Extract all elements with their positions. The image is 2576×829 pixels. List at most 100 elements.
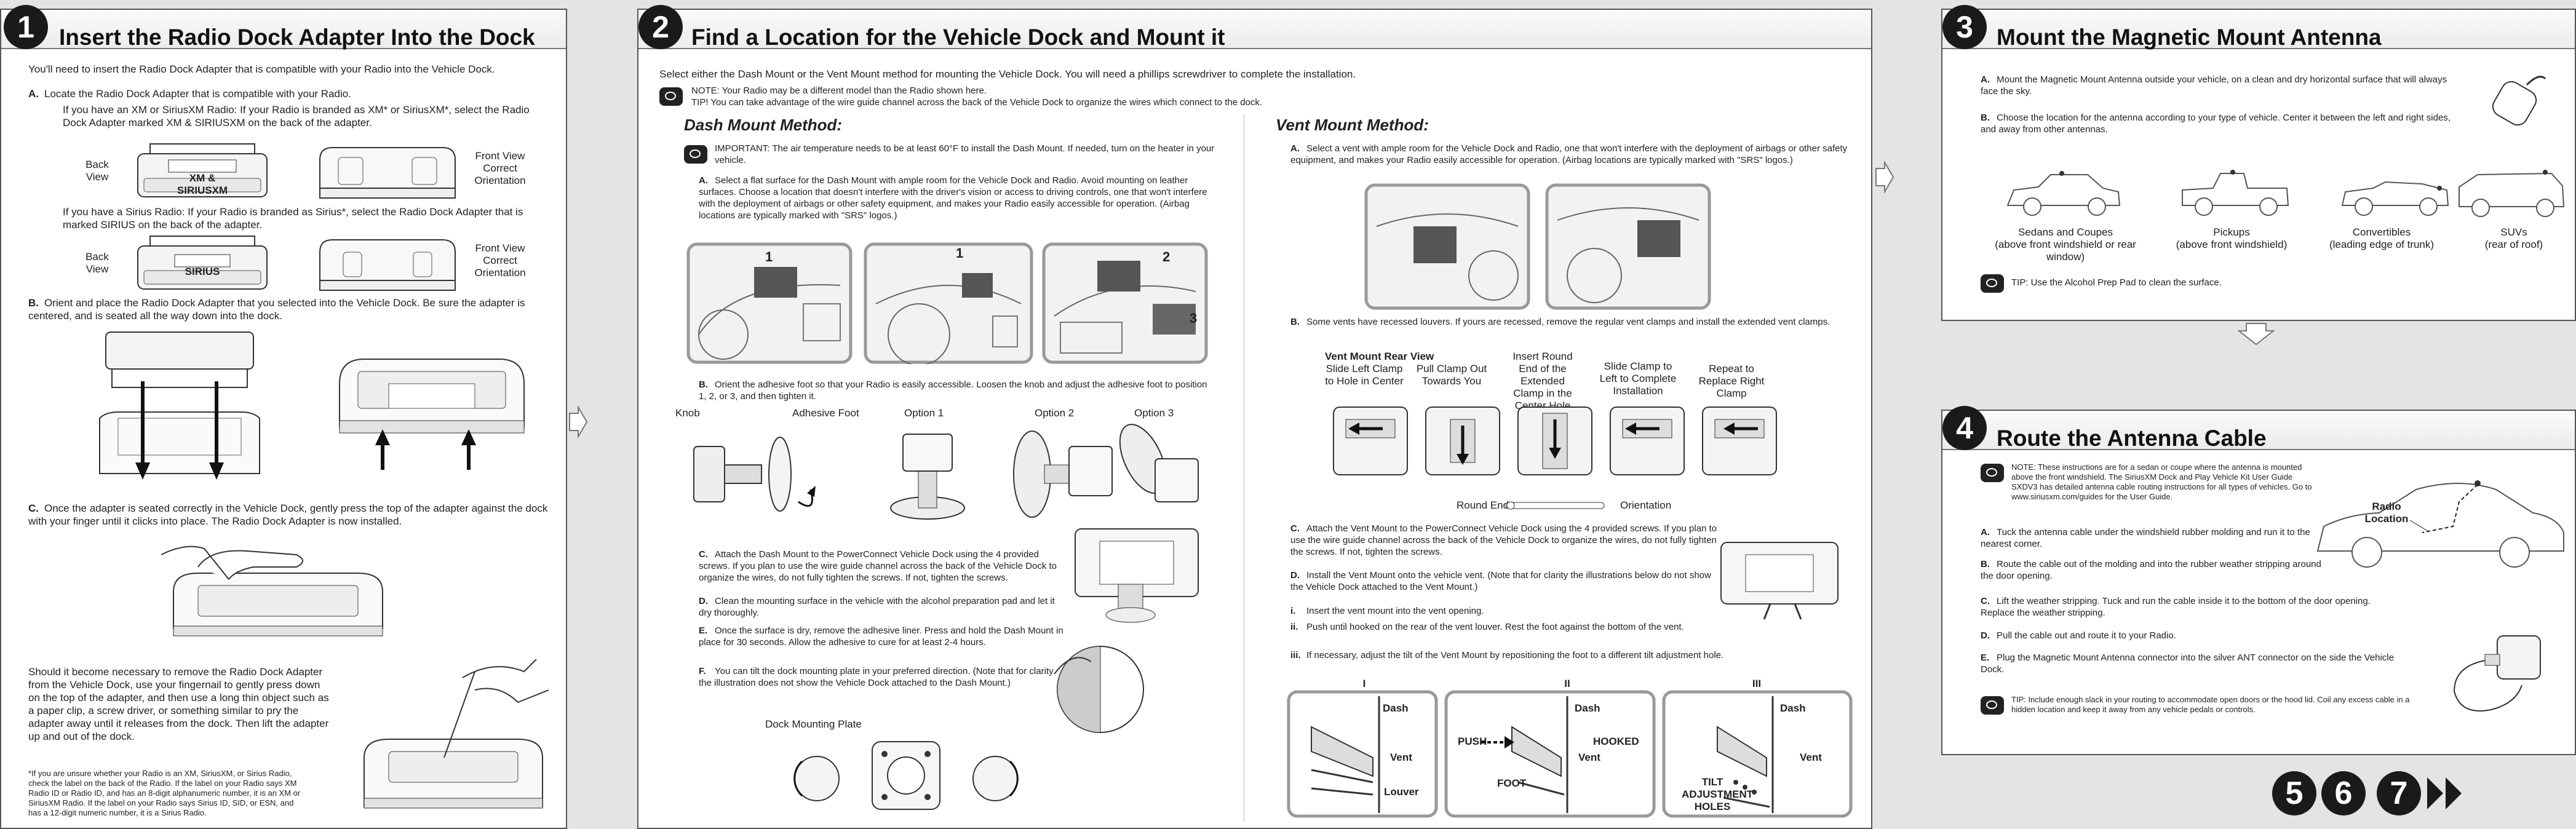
vehicle-sedan-label: Sedans and Coupes(above front windshield… bbox=[1995, 226, 2136, 263]
step2-intro: Select either the Dash Mount or the Vent… bbox=[659, 68, 1356, 80]
dock-mounting-plate-figure bbox=[793, 741, 1019, 810]
tilt-plate-figure bbox=[1054, 646, 1144, 733]
step2-number: 2 bbox=[638, 5, 683, 49]
next-arrow-1 bbox=[569, 406, 588, 438]
xm-adapter-front-figure bbox=[319, 147, 456, 199]
vent-p2-vent: Vent bbox=[1578, 752, 1600, 763]
step4-tip: TIP: Include enough slack in your routin… bbox=[2011, 695, 2410, 714]
vent-photo-2 bbox=[1545, 183, 1711, 310]
press-adapter-figure bbox=[161, 545, 383, 637]
step4-b: B.Route the cable out of the molding and… bbox=[1981, 559, 2321, 581]
step1-header bbox=[1, 10, 566, 49]
vent-panel-num-3: III bbox=[1752, 678, 1762, 689]
step4-tip-icon bbox=[1981, 696, 2004, 715]
adhesive-foot-label: Adhesive Foot bbox=[792, 407, 859, 419]
vent-p2-hooked: HOOKED bbox=[1593, 736, 1639, 747]
step3-panel: 3 Mount the Magnetic Mount Antenna A.Mou… bbox=[1941, 5, 2576, 321]
xm-adapter-label: XM & SIRIUSXM bbox=[177, 172, 228, 196]
vent-photo-1 bbox=[1364, 183, 1530, 310]
step4-d: D.Pull the cable out and route it to you… bbox=[1981, 630, 2176, 641]
sirius-adapter-back-figure bbox=[137, 236, 268, 290]
next-step-5-button[interactable]: 5 bbox=[2272, 771, 2316, 815]
vent-install-panel-2 bbox=[1444, 690, 1656, 818]
radio-location-label: Radio Location bbox=[2364, 501, 2409, 525]
step4-e: E.Plug the Magnetic Mount Antenna connec… bbox=[1981, 652, 2394, 675]
back-view-label: Back View bbox=[85, 159, 109, 183]
forward-arrow-icon-2[interactable] bbox=[2446, 777, 2462, 809]
step4-note-icon bbox=[1981, 464, 2004, 482]
note-icon bbox=[659, 87, 683, 106]
adapter-seated-figure bbox=[339, 359, 525, 470]
vent-panel-num-1: I bbox=[1362, 678, 1366, 689]
step1-xm-text: If you have an XM or SiriusXM Radio: If … bbox=[63, 104, 530, 129]
vent-install-panel-3 bbox=[1662, 690, 1853, 818]
dash-b: B.Orient the adhesive foot so that your … bbox=[699, 379, 1207, 402]
remove-adapter-figure bbox=[364, 659, 549, 809]
vent-d-i: i.Insert the vent mount into the vent op… bbox=[1290, 606, 1484, 616]
step3-tip: TIP: Use the Alcohol Prep Pad to clean t… bbox=[2011, 277, 2222, 288]
step4-number: 4 bbox=[1942, 406, 1987, 450]
knob-label: Knob bbox=[675, 407, 700, 419]
step2-tip: TIP! You can take advantage of the wire … bbox=[691, 97, 1263, 108]
vent-panel-num-2: II bbox=[1564, 678, 1570, 689]
step1-footnote: *If you are unsure whether your Radio is… bbox=[28, 769, 301, 817]
step2-title: Find a Location for the Vehicle Dock and… bbox=[691, 25, 1225, 50]
step3-tip-icon bbox=[1981, 274, 2004, 293]
step3-b: B.Choose the location for the antenna ac… bbox=[1981, 113, 2451, 135]
vent-p2-foot: FOOT bbox=[1497, 777, 1527, 789]
vent-d: D.Install the Vent Mount onto the vehicl… bbox=[1290, 570, 1711, 592]
step4-a: A.Tuck the antenna cable under the winds… bbox=[1981, 527, 2310, 549]
vent-p1-dash: Dash bbox=[1383, 702, 1409, 714]
vent-install-panel-1 bbox=[1287, 690, 1438, 818]
next-step-6-button[interactable]: 6 bbox=[2321, 771, 2366, 815]
step2-header bbox=[638, 10, 1871, 49]
dash-photo-1-label: 1 bbox=[765, 249, 773, 264]
forward-arrow-icon[interactable] bbox=[2427, 777, 2443, 809]
step3-number: 3 bbox=[1942, 5, 1987, 49]
vent-step-2: Pull Clamp Out Towards You bbox=[1416, 363, 1487, 387]
dash-mount-dock-figure bbox=[1075, 528, 1199, 623]
dash-mount-heading: Dash Mount Method: bbox=[684, 116, 843, 134]
step3-header bbox=[1942, 10, 2575, 49]
step1-title: Insert the Radio Dock Adapter Into the D… bbox=[59, 25, 535, 50]
vehicle-suv-figure bbox=[2459, 170, 2565, 217]
antenna-icon bbox=[2492, 76, 2546, 126]
option2-label: Option 2 bbox=[1035, 407, 1075, 419]
step4-note: NOTE: These instructions are for a sedan… bbox=[2011, 462, 2312, 501]
front-view-label: Front View Correct Orientation bbox=[474, 150, 526, 186]
sedan-routing-figure bbox=[2316, 480, 2564, 568]
vent-p2-push: PUSH bbox=[1458, 736, 1487, 747]
orientation-label: Orientation bbox=[1620, 499, 1672, 511]
step2-panel: 2 Find a Location for the Vehicle Dock a… bbox=[637, 5, 1872, 829]
option1-label: Option 1 bbox=[904, 407, 944, 419]
vent-mount-heading: Vent Mount Method: bbox=[1276, 116, 1429, 134]
adapter-insert-figure bbox=[99, 331, 260, 480]
step3-a: A.Mount the Magnetic Mount Antenna outsi… bbox=[1981, 74, 2447, 97]
dash-photo-3-label-3: 3 bbox=[1190, 311, 1198, 326]
step2-note: NOTE: Your Radio may be a different mode… bbox=[691, 85, 987, 96]
xm-adapter-back-figure bbox=[137, 143, 268, 197]
dash-photo-2-label: 1 bbox=[956, 245, 964, 261]
sirius-adapter-label: SIRIUS bbox=[185, 266, 220, 277]
next-step-7-button[interactable]: 7 bbox=[2377, 771, 2421, 815]
vent-mount-dock-figure bbox=[1720, 542, 1839, 620]
dash-f: F.You can tilt the dock mounting plate i… bbox=[699, 666, 1054, 688]
dash-important: IMPORTANT: The air temperature needs to … bbox=[715, 143, 1215, 165]
dash-e: E.Once the surface is dry, remove the ad… bbox=[699, 625, 1063, 648]
dash-photo-2 bbox=[864, 242, 1033, 364]
vent-p3-tilt: TILT ADJUSTMENT HOLES bbox=[1682, 776, 1754, 812]
step1-remove-text: Should it become necessary to remove the… bbox=[28, 666, 329, 742]
option3-label: Option 3 bbox=[1134, 407, 1174, 419]
vehicle-sedan-figure bbox=[2006, 171, 2121, 216]
vent-p1-vent: Vent bbox=[1390, 752, 1412, 763]
extended-clamp-figure bbox=[1505, 501, 1605, 510]
dash-d: D.Clean the mounting surface in the vehi… bbox=[699, 596, 1055, 618]
down-arrow bbox=[2238, 323, 2275, 346]
next-arrow-2 bbox=[1875, 161, 1894, 193]
vehicle-convertible-label: Convertibles(leading edge of trunk) bbox=[2329, 226, 2435, 250]
vent-d-ii: ii.Push until hooked on the rear of the … bbox=[1290, 622, 1684, 632]
step1-c: C.Once the adapter is seated correctly i… bbox=[28, 502, 548, 527]
vent-a: A.Select a vent with ample room for the … bbox=[1290, 143, 1848, 165]
step1-number: 1 bbox=[4, 5, 48, 49]
adhesive-foot-figure bbox=[693, 424, 1199, 520]
